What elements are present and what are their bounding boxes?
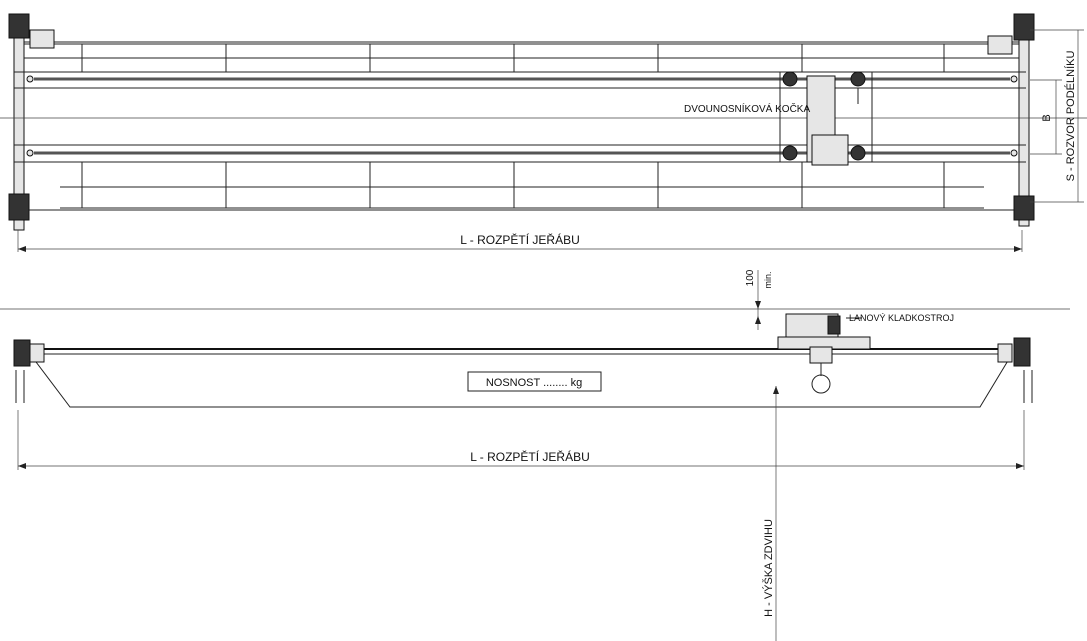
rope-hoist (777, 313, 871, 394)
s-dimension-label: S - ROZVOR PODÉLNÍKU (1064, 51, 1077, 182)
lower-walkway-posts (81, 162, 945, 208)
capacity-label: NOSNOST ........ kg (486, 377, 582, 389)
s-dimension (1030, 29, 1084, 203)
span-bottom-dimension (17, 410, 1025, 470)
b-dimension-label: B (1041, 114, 1053, 121)
clearance-value: 100 (745, 269, 756, 286)
span-top-dimension (17, 230, 1023, 252)
trolley-label: DVOUNOSNÍKOVÁ KOČKA (684, 102, 810, 115)
span-bottom-label: L - ROZPĚTÍ JEŘÁBU (470, 449, 590, 464)
girder-profile (29, 353, 1013, 408)
trolley-plan (779, 71, 873, 166)
capacity-box (467, 371, 602, 392)
upper-walkway-posts (81, 44, 945, 72)
end-carriages-side (13, 337, 1033, 403)
right-end-truck (1018, 13, 1030, 227)
clearance-dimension (755, 270, 761, 330)
b-dimension (1030, 79, 1062, 155)
elevation-view (0, 270, 1070, 641)
lift-height-dimension (773, 386, 779, 641)
hoist-label: LANOVÝ KLADKOSTROJ (849, 313, 954, 323)
travel-drives (8, 13, 1035, 221)
span-top-label: L - ROZPĚTÍ JEŘÁBU (460, 232, 580, 247)
clearance-unit: min. (763, 271, 773, 288)
lift-height-label: H - VÝŠKA ZDVIHU (762, 519, 775, 617)
plan-outer-frame (13, 41, 1027, 211)
plan-view (0, 13, 1087, 252)
